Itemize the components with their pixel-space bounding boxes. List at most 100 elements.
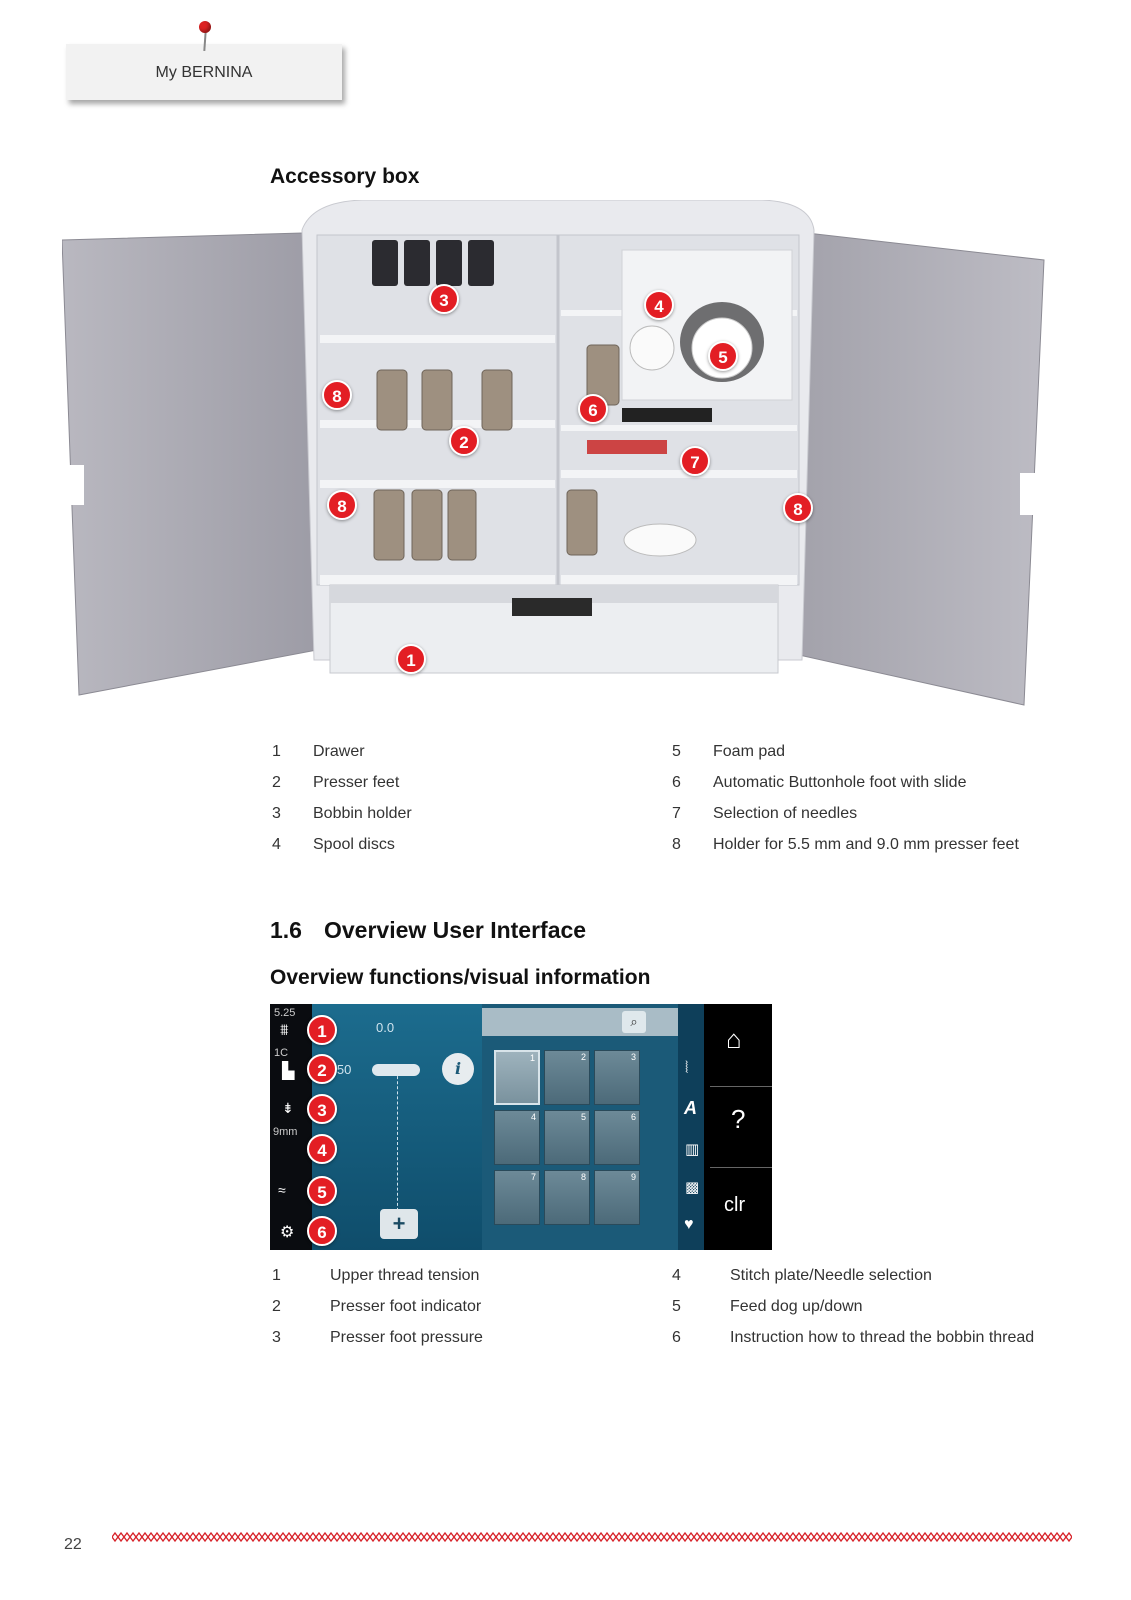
chapter-title: Overview User Interface <box>324 917 587 943</box>
legend-label: Upper thread tension <box>330 1267 480 1284</box>
legend-label: Holder for 5.5 mm and 9.0 mm presser fee… <box>713 836 1019 853</box>
ui-legend-left: 1 Upper thread tension 2 Presser foot indi… <box>272 1267 483 1360</box>
legend-label: Feed dog up/down <box>730 1298 863 1315</box>
user-interface-screenshot: 5.25 1C 9mm ⩩ ▙ ⇟ ≈ ⚙ 0.0 2.50 i + ⌕ 1 2… <box>270 1004 772 1250</box>
stitch-tile[interactable]: 9 <box>594 1170 640 1225</box>
stitch-tile[interactable]: 2 <box>544 1050 590 1105</box>
legend-num: 2 <box>272 774 281 791</box>
legend-num: 8 <box>672 836 681 853</box>
legend-num: 1 <box>272 1267 281 1284</box>
callout-holder-top-left: 8 <box>322 380 352 410</box>
stitch-search-bar <box>482 1008 678 1036</box>
needle-position-line <box>397 1066 399 1216</box>
callout-presser-foot-pressure: 3 <box>307 1094 337 1124</box>
stitch-tile[interactable]: 6 <box>594 1110 640 1165</box>
legend-label: Bobbin holder <box>313 805 412 822</box>
legend-num: 2 <box>272 1298 281 1315</box>
length-slider[interactable] <box>372 1064 420 1076</box>
search-icon[interactable]: ⌕ <box>622 1011 646 1033</box>
callout-presser-feet: 2 <box>449 426 479 456</box>
legend-row: 4 Stitch plate/Needle selection <box>672 1267 1034 1298</box>
legend-row: 5 Feed dog up/down <box>672 1298 1034 1329</box>
legend-num: 3 <box>272 805 281 822</box>
legend-num: 1 <box>272 743 281 760</box>
callout-drawer: 1 <box>396 644 426 674</box>
home-icon[interactable]: ⌂ <box>726 1024 742 1054</box>
presser-foot-icon: ▙ <box>282 1063 295 1080</box>
legend-row: 2 Presser foot indicator <box>272 1298 483 1329</box>
accessory-box-title: Accessory box <box>270 165 420 188</box>
legend-num: 7 <box>672 805 681 822</box>
legend-label: Automatic Buttonhole foot with slide <box>713 774 967 791</box>
quilt-icon[interactable]: ▩ <box>685 1179 700 1196</box>
legend-label: Drawer <box>313 743 365 760</box>
chapter-number: 1.6 <box>270 917 302 943</box>
accessory-box-image <box>62 200 1045 706</box>
favorites-heart-icon[interactable]: ♥ <box>684 1216 694 1233</box>
legend-label: Foam pad <box>713 743 786 760</box>
callout-bobbin-holder: 3 <box>429 284 459 314</box>
stitch-tile[interactable]: 4 <box>494 1110 540 1165</box>
callout-stitch-plate: 4 <box>307 1134 337 1164</box>
divider <box>710 1167 772 1168</box>
legend-label: Stitch plate/Needle selection <box>730 1267 932 1284</box>
clear-button[interactable]: clr <box>724 1194 746 1216</box>
stitch-width-value: 0.0 <box>376 1020 395 1035</box>
stitch-tile[interactable]: 3 <box>594 1050 640 1105</box>
legend-row: 7 Selection of needles <box>672 805 1019 836</box>
overview-title: Overview functions/visual information <box>270 966 651 989</box>
callout-spool-discs: 4 <box>644 290 674 320</box>
info-icon[interactable]: i <box>442 1053 474 1085</box>
system-buttons: ⌂ ? clr <box>704 1004 772 1250</box>
callout-buttonhole-foot: 6 <box>578 394 608 424</box>
chapter-heading: 1.6 Overview User Interface <box>270 917 586 944</box>
category-strip: ⦚ A ▥ ▩ ♥ <box>678 1004 704 1250</box>
legend-label: Presser foot pressure <box>330 1329 483 1346</box>
legend-row: 3 Bobbin holder <box>272 805 412 836</box>
callout-bobbin-thread: 6 <box>307 1216 337 1246</box>
foot-pressure-icon: ⇟ <box>282 1100 294 1116</box>
stitch-settings-area: 0.0 2.50 i + <box>312 1004 482 1250</box>
stitch-selection-grid: ⌕ 1 2 3 4 5 6 7 8 9 <box>482 1004 678 1250</box>
pin-icon <box>199 21 211 33</box>
plus-icon[interactable]: + <box>380 1209 418 1239</box>
help-button[interactable]: ? <box>731 1104 746 1134</box>
stitch-tile[interactable]: 7 <box>494 1170 540 1225</box>
callout-holder-bottom-left: 8 <box>327 490 357 520</box>
page-number: 22 <box>64 1536 82 1553</box>
legend-label: Presser foot indicator <box>330 1298 482 1315</box>
stitch-tile[interactable]: 5 <box>544 1110 590 1165</box>
header-tab-label: My BERNINA <box>155 64 253 81</box>
legend-label: Instruction how to thread the bobbin thr… <box>730 1329 1035 1346</box>
function-bar: 5.25 1C 9mm ⩩ ▙ ⇟ ≈ ⚙ <box>270 1004 312 1250</box>
callout-feed-dog: 5 <box>307 1176 337 1206</box>
buttonhole-icon[interactable]: ▥ <box>685 1141 700 1158</box>
needle-value: 9mm <box>273 1126 298 1138</box>
header-tab: My BERNINA <box>66 44 342 100</box>
legend-num: 3 <box>272 1329 281 1346</box>
callout-foam-pad: 5 <box>708 341 738 371</box>
callout-presser-foot-indicator: 2 <box>307 1054 337 1084</box>
legend-row: 8 Holder for 5.5 mm and 9.0 mm presser fe… <box>672 836 1019 867</box>
feed-dog-icon: ≈ <box>278 1182 286 1198</box>
stitch-tile[interactable]: 8 <box>544 1170 590 1225</box>
legend-num: 6 <box>672 774 681 791</box>
stitch-tile[interactable]: 1 <box>494 1050 540 1105</box>
legend-row: 1 Drawer <box>272 743 412 774</box>
callout-thread-tension: 1 <box>307 1015 337 1045</box>
callout-holder-right: 8 <box>783 493 813 523</box>
stitch-category-icon[interactable]: ⦚ <box>685 1060 689 1077</box>
legend-label: Presser feet <box>313 774 400 791</box>
legend-row: 2 Presser feet <box>272 774 412 805</box>
legend-label: Selection of needles <box>713 805 858 822</box>
legend-row: 1 Upper thread tension <box>272 1267 483 1298</box>
alphabet-icon[interactable]: A <box>684 1098 697 1118</box>
legend-row: 3 Presser foot pressure <box>272 1329 483 1360</box>
legend-num: 5 <box>672 1298 681 1315</box>
thread-tension-icon: ⩩ <box>280 1022 289 1039</box>
legend-num: 4 <box>672 1267 681 1284</box>
legend-label: Spool discs <box>313 836 395 853</box>
